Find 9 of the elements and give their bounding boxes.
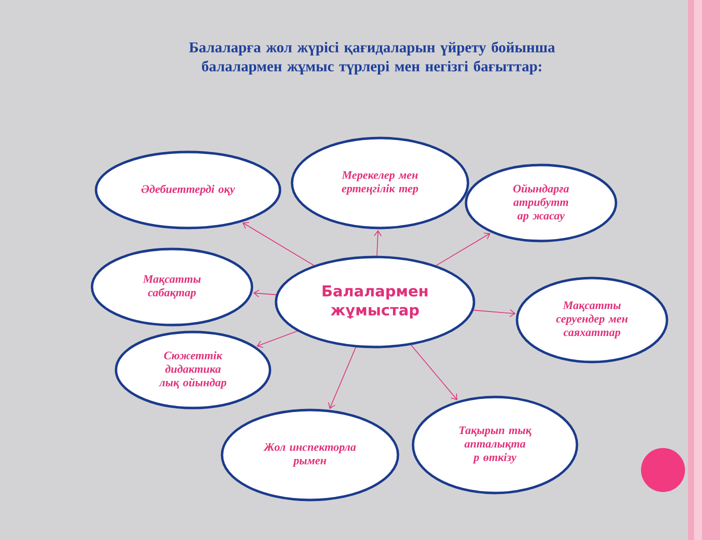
arrow xyxy=(374,230,382,256)
arrow xyxy=(410,344,458,400)
arrow xyxy=(242,222,314,266)
arrow xyxy=(328,346,356,409)
title: Балаларға жол жүрісі қағидаларын үйрету бойынша балалармен жұмыс түрлері мен негізгі бағыттар: xyxy=(189,42,555,74)
arrow xyxy=(253,290,276,298)
arrow xyxy=(436,232,490,266)
arrow xyxy=(473,309,516,318)
arrow xyxy=(256,330,298,348)
